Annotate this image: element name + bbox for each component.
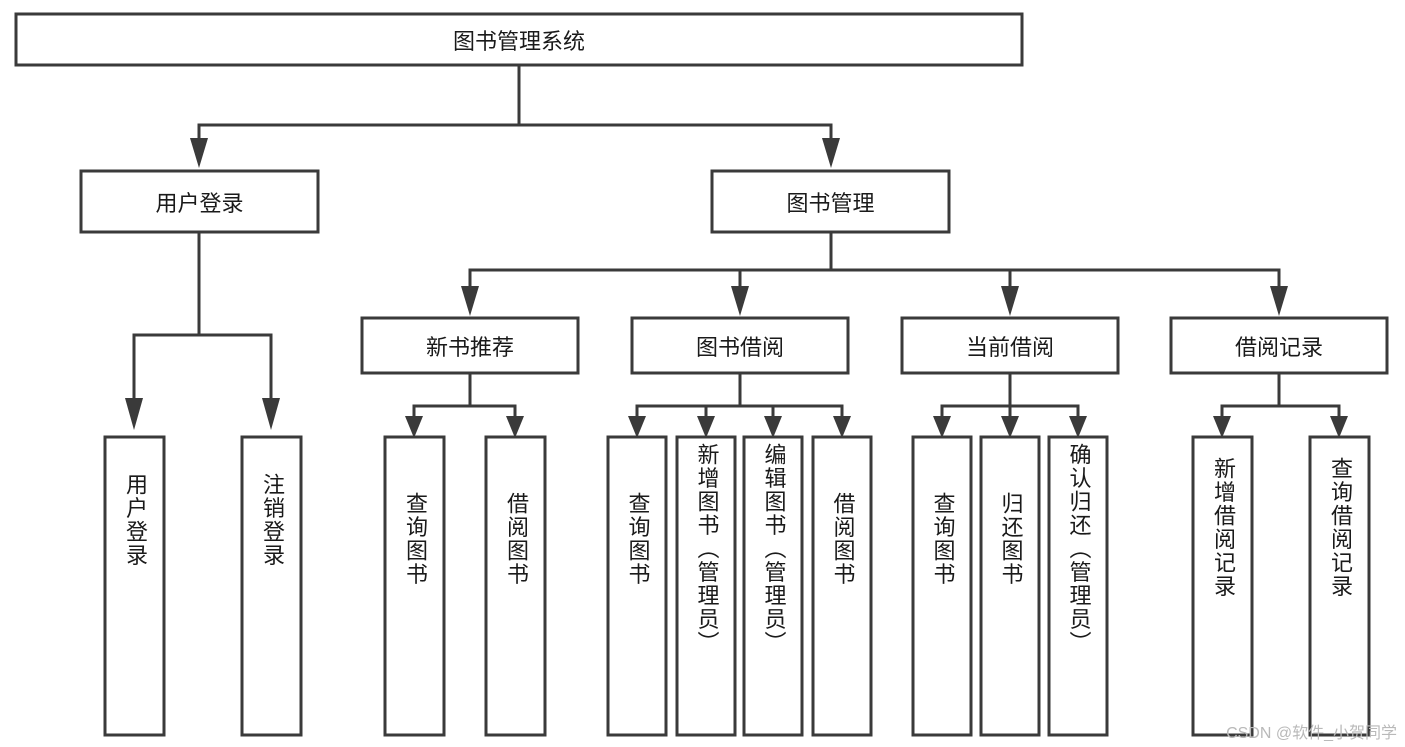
connector-userlogin-to-leaves	[125, 230, 280, 430]
node-book-borrow[interactable]	[630, 316, 850, 375]
leaf-box-borrow-2[interactable]	[742, 435, 804, 737]
leaf-box-current-0[interactable]	[911, 435, 973, 737]
node-current-borrow[interactable]	[900, 316, 1120, 375]
leaf-box-record-1[interactable]	[1308, 435, 1371, 737]
connector-bookmgmt-to-level2	[461, 230, 1288, 316]
leaf-box-recommend-0[interactable]	[383, 435, 446, 737]
node-borrow-record[interactable]	[1169, 316, 1389, 375]
connector-borrow-to-leaves	[628, 371, 851, 438]
node-new-book-recommend[interactable]	[360, 316, 580, 375]
leaf-box-borrow-0[interactable]	[606, 435, 668, 737]
leaf-box-borrow-1[interactable]	[675, 435, 737, 737]
connector-root-to-level1	[190, 63, 840, 168]
connector-recommend-to-leaves	[405, 371, 524, 438]
leaf-box-current-2[interactable]	[1047, 435, 1109, 737]
leaf-box-borrow-3[interactable]	[811, 435, 873, 737]
node-user-login[interactable]	[79, 169, 320, 234]
leaf-box-user-login-0[interactable]	[103, 435, 166, 737]
node-book-management[interactable]	[710, 169, 951, 234]
leaf-box-record-0[interactable]	[1191, 435, 1254, 737]
connector-record-to-leaves	[1213, 371, 1348, 438]
node-root[interactable]	[14, 12, 1024, 67]
leaf-box-user-login-1[interactable]	[240, 435, 303, 737]
leaf-box-current-1[interactable]	[979, 435, 1041, 737]
leaf-box-recommend-1[interactable]	[484, 435, 547, 737]
connector-current-to-leaves	[933, 371, 1087, 438]
